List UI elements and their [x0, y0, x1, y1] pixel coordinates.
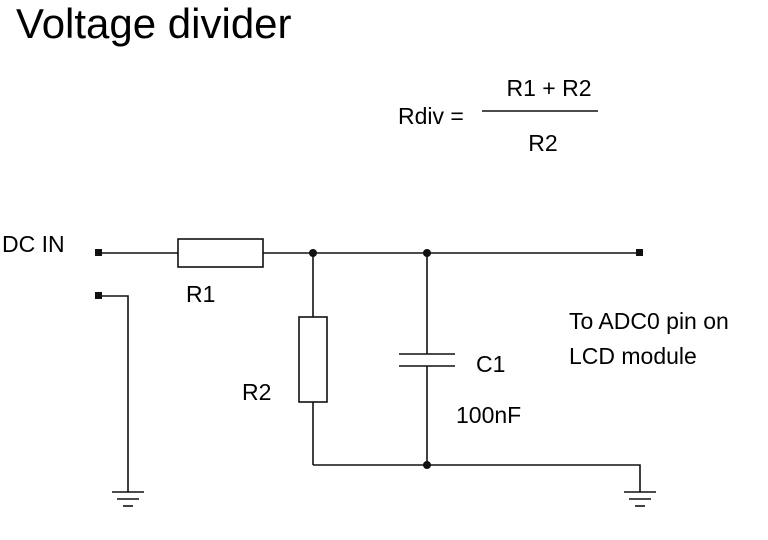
c1-label: C1 [476, 351, 505, 377]
ground-icon [624, 491, 656, 507]
r2-label: R2 [242, 379, 271, 405]
r1-label: R1 [186, 281, 215, 307]
output-label-line2: LCD module [569, 343, 697, 369]
formula-denominator: R2 [528, 130, 557, 156]
input-terminal-negative [95, 292, 102, 299]
resistor-r2 [298, 316, 328, 403]
c1-value-label: 100nF [456, 402, 521, 428]
formula-numerator: R1 + R2 [506, 75, 591, 101]
resistor-r1 [177, 238, 264, 268]
divider-formula: Rdiv = R1 + R2 R2 [398, 75, 598, 156]
ground-icon [112, 491, 144, 507]
input-terminal-positive [95, 249, 102, 256]
diagram-title: Voltage divider [16, 0, 292, 47]
capacitor-c1 [399, 353, 455, 367]
bottom-rail-wire [313, 464, 641, 492]
negative-input-wire [99, 295, 129, 492]
output-label-line1: To ADC0 pin on [569, 308, 729, 334]
formula-lhs: Rdiv = [398, 103, 464, 129]
dc-in-label: DC IN [2, 231, 65, 257]
